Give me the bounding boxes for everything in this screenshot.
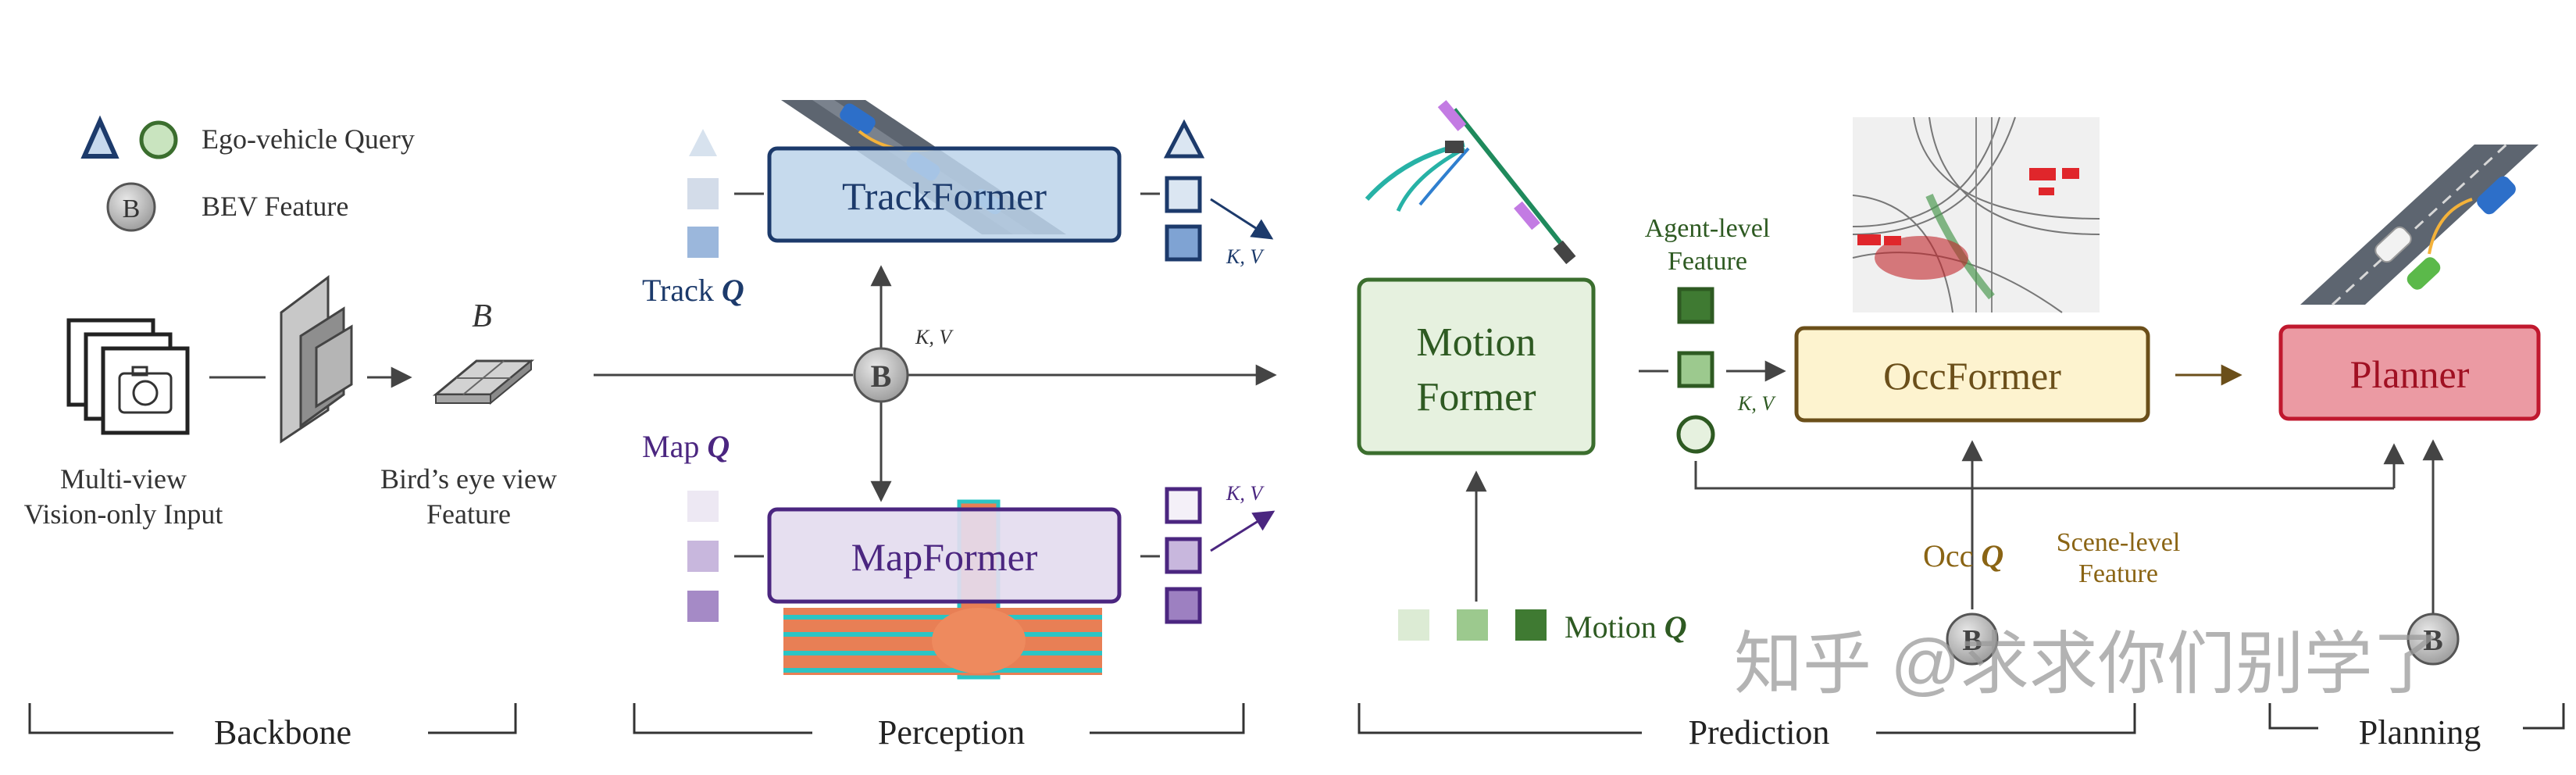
scene-feature-line1: Scene-level <box>2057 528 2181 557</box>
map-output-stack <box>1165 487 1202 624</box>
backbone-network-icon <box>280 275 353 444</box>
track-q-label: Track Q <box>642 273 744 308</box>
planner-label: Planner <box>2350 352 2470 396</box>
track-kv-label: K, V <box>1226 245 1265 268</box>
input-label-line1: Multi-view <box>60 463 187 495</box>
motion-scene-image <box>1365 100 1576 265</box>
scene-feature-line2: Feature <box>2078 559 2158 588</box>
planning-bev-letter: B <box>2423 624 2442 657</box>
motionformer-box[interactable] <box>1357 277 1596 455</box>
mapformer-box[interactable] <box>767 507 1122 604</box>
prediction-section-label: Prediction <box>1689 713 1830 752</box>
motionformer-label-line1: Motion <box>1416 320 1536 365</box>
agent-feature-line1: Agent-level <box>1645 214 1771 243</box>
backbone-section-label: Backbone <box>214 713 351 752</box>
backbone-section: Multi-view Vision-only Input B Bird’s ey… <box>24 275 557 752</box>
planner-box[interactable] <box>2278 324 2541 421</box>
legend-ego-query-label: Ego-vehicle Query <box>202 123 415 155</box>
map-scene-image <box>783 499 1102 680</box>
ego-occ-query-circle-icon <box>139 120 178 159</box>
legend-bev-letter: B <box>123 195 141 223</box>
backbone-bracket <box>28 703 517 734</box>
map-query-stack <box>687 491 719 622</box>
bev-letter: B <box>472 298 492 334</box>
ego-track-query-triangle-icon <box>80 115 120 159</box>
occ-q-label: Occ Q <box>1923 538 2003 573</box>
occformer-box[interactable] <box>1794 326 2150 423</box>
perception-bev-node <box>853 347 909 403</box>
map-q-label: Map Q <box>642 429 730 464</box>
planning-section: Planner B Planning <box>2268 143 2565 752</box>
bev-label-line1: Bird’s eye view <box>380 463 557 495</box>
motion-query-stack <box>1398 609 1547 641</box>
perception-section-label: Perception <box>878 713 1025 752</box>
bev-label-line2: Feature <box>426 498 511 530</box>
perception-bracket <box>633 703 1245 734</box>
motion-q-label: Motion Q <box>1565 609 1687 645</box>
planning-bev-node <box>2407 612 2460 666</box>
track-query-stack <box>687 129 719 258</box>
legend: Ego-vehicle Query B BEV Feature <box>80 115 415 232</box>
perception-section: TrackFormer Track Q K, V B K, V <box>594 100 1277 752</box>
watermark-text: 知乎 @求求你们别学了 <box>1734 625 2442 702</box>
legend-bev-feature-label: BEV Feature <box>202 191 348 222</box>
prediction-section: Motion Former Motion Q Agent-level Featu… <box>1357 100 2405 752</box>
trackformer-label: TrackFormer <box>842 174 1047 218</box>
perception-bev-letter: B <box>871 359 892 394</box>
occformer-label: OccFormer <box>1883 354 2061 398</box>
prediction-bracket <box>1358 703 2136 734</box>
perception-kv-label: K, V <box>915 326 954 348</box>
input-label-line2: Vision-only Input <box>24 498 223 530</box>
track-output-stack <box>1163 119 1205 262</box>
trackformer-box[interactable] <box>767 146 1122 243</box>
mapformer-label: MapFormer <box>851 535 1038 579</box>
planning-bracket <box>2268 703 2565 730</box>
camera-stack-icon <box>66 318 190 435</box>
planning-scene-image <box>2300 143 2539 306</box>
bev-grid-icon <box>432 359 535 405</box>
motionformer-label-line2: Former <box>1416 375 1536 420</box>
planning-section-label: Planning <box>2359 713 2481 752</box>
occ-kv-label: K, V <box>1737 392 1776 415</box>
agent-feature-line2: Feature <box>1668 247 1747 276</box>
map-kv-label: K, V <box>1226 482 1265 505</box>
occ-bev-node <box>1946 612 1999 666</box>
legend-bev-icon <box>106 182 156 232</box>
agent-feature-stack <box>1676 287 1715 454</box>
occ-bev-letter: B <box>1962 624 1982 657</box>
occupancy-scene-image <box>1852 116 2100 313</box>
